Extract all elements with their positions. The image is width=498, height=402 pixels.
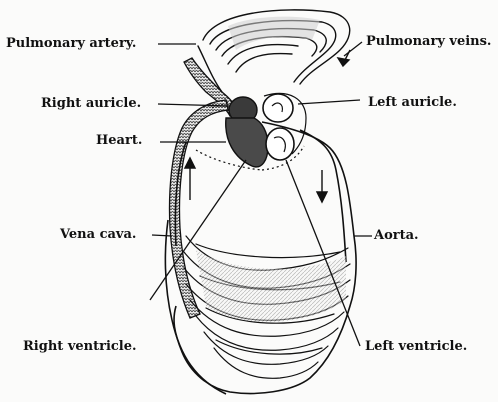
label-right-auricle: Right auricle. xyxy=(41,97,141,111)
label-heart: Heart. xyxy=(96,134,142,148)
left-ventricle-shape xyxy=(266,128,294,160)
label-vena-cava: Vena cava. xyxy=(60,228,136,242)
label-right-ventricle: Right ventricle. xyxy=(23,340,137,354)
label-pulmonary-artery: Pulmonary artery. xyxy=(6,37,136,51)
label-aorta: Aorta. xyxy=(374,229,419,243)
label-left-auricle: Left auricle. xyxy=(368,96,457,110)
leader-left-auricle xyxy=(298,100,360,104)
label-pulmonary-veins: Pulmonary veins. xyxy=(366,35,491,49)
label-left-ventricle: Left ventricle. xyxy=(365,340,467,354)
right-ventricle-shape xyxy=(226,118,268,167)
leader-vena-cava xyxy=(152,235,172,236)
left-auricle-shape xyxy=(263,94,293,122)
flow-arrows xyxy=(185,50,350,202)
systemic-capillary-shade xyxy=(196,250,346,322)
leader-pulmonary-veins xyxy=(344,42,362,56)
